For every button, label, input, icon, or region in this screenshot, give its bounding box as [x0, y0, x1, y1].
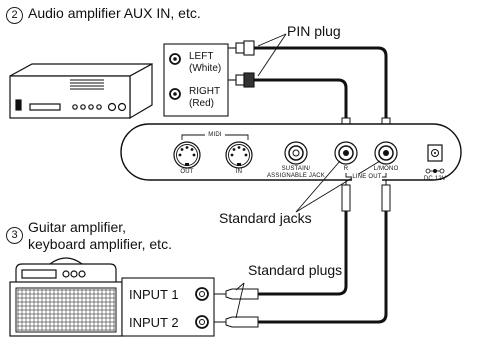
dc-label: DC 12V	[423, 176, 447, 182]
amp-plug-icons	[214, 288, 259, 328]
sustain-jack-label: SUSTAIN/ ASSIGNABLE JACK	[266, 166, 326, 179]
audio-amplifier-icon	[9, 62, 153, 120]
guitar-amplifier-title-line2: keyboard amplifier, etc.	[28, 236, 172, 252]
standard-jacks-label: Standard jacks	[219, 210, 312, 226]
jack-r-label: R	[343, 166, 349, 172]
midi-label: MIDI	[205, 132, 225, 139]
input-2-label: INPUT 2	[129, 315, 179, 330]
input-2-jack-icon	[195, 315, 209, 329]
midi-in-port-icon	[225, 141, 253, 169]
midi-out-port-icon	[173, 141, 201, 169]
input-1-label: INPUT 1	[129, 287, 179, 302]
pin-plug-label: PIN plug	[287, 23, 341, 39]
audio-amplifier-heading: 2 Audio amplifier AUX IN, etc.	[6, 5, 201, 24]
rca-plug-red-icon	[228, 72, 255, 88]
midi-in-label: IN	[235, 169, 243, 175]
right-input-label: RIGHT (Red)	[189, 86, 221, 109]
dc-polarity-icon	[425, 168, 445, 174]
line-out-label: LINE OUT	[352, 174, 382, 181]
amp-cables	[258, 211, 388, 324]
audio-cables	[254, 46, 388, 118]
midi-out-label: OUT	[180, 169, 194, 175]
guitar-amplifier-heading: 3 Guitar amplifier, keyboard amplifier, …	[6, 219, 172, 253]
jack-lmono-label: L/MONO	[373, 166, 399, 172]
left-input-label: LEFT (White)	[189, 51, 222, 74]
line-out-l-jack-icon	[374, 141, 398, 165]
line-out-r-jack-icon	[334, 141, 358, 165]
standard-plug-icons	[341, 180, 391, 212]
audio-amplifier-title: Audio amplifier AUX IN, etc.	[28, 5, 201, 21]
section-2-number: 2	[6, 7, 23, 24]
sustain-jack-icon	[284, 141, 308, 165]
standard-plugs-label: Standard plugs	[248, 262, 343, 278]
input-1-jack-icon	[195, 287, 209, 301]
dc-jack-icon	[427, 144, 443, 162]
section-3-number: 3	[6, 227, 23, 244]
rca-plug-white-icon	[228, 40, 255, 56]
guitar-amplifier-title-line1: Guitar amplifier,	[28, 219, 127, 235]
